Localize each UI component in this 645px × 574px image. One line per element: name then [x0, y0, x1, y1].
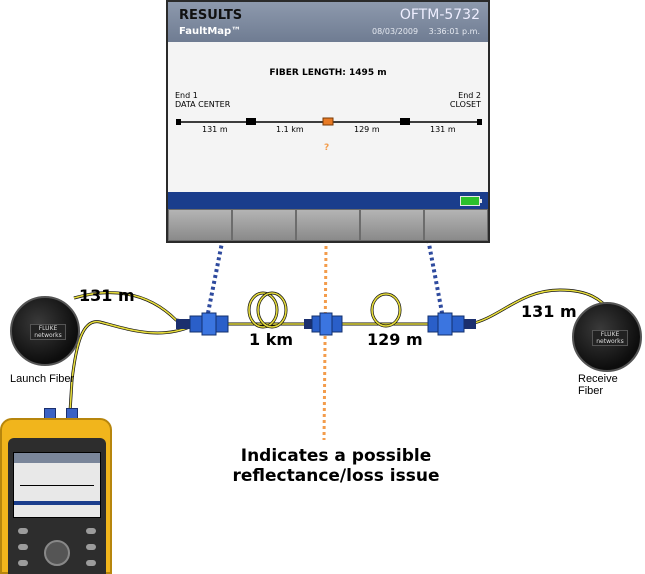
screen-time: 3:36:01 p.m. — [428, 27, 480, 36]
fault-question-mark: ? — [324, 143, 330, 153]
device-screen — [13, 452, 101, 518]
device-button-6[interactable] — [86, 560, 96, 566]
fault-note-line1: Indicates a possible — [240, 446, 432, 466]
screen-title: RESULTS — [179, 8, 243, 23]
event-marker-1 — [246, 118, 256, 125]
end1-label: End 1 DATA CENTER — [175, 91, 230, 109]
screen-subtitle: FaultMap™ — [179, 26, 242, 37]
fiber-length-label: FIBER LENGTH: — [269, 68, 346, 78]
event-marker-2 — [400, 118, 410, 125]
segment-label-2: 1.1 km — [276, 125, 304, 134]
fault-marker — [322, 117, 334, 126]
end2-line2: CLOSET — [449, 100, 481, 109]
connector-receive — [427, 312, 476, 336]
connector-launch — [176, 312, 229, 336]
softkey-5[interactable] — [424, 209, 488, 241]
end2-label: End 2 CLOSET — [450, 91, 481, 109]
fiber-length: FIBER LENGTH: 1495 m — [168, 68, 488, 78]
device-dpad[interactable] — [44, 540, 70, 566]
launch-length-label: 131 m — [79, 286, 135, 305]
fiber-coil-129m — [370, 292, 402, 328]
end1-line1: End 1 — [175, 91, 198, 100]
fiber-coil-1km — [247, 291, 288, 329]
segment-label-4: 131 m — [430, 125, 456, 134]
receive-fiber-label: Receive Fiber — [578, 373, 618, 397]
softkey-2[interactable] — [232, 209, 296, 241]
device-fiber-cable — [68, 320, 193, 413]
spool-1-length-label: 1 km — [249, 330, 294, 349]
spool-2-length-label: 129 m — [367, 330, 423, 349]
receive-length-label: 131 m — [521, 302, 577, 321]
screen-date: 08/03/2009 — [372, 27, 419, 36]
status-bar — [168, 192, 488, 209]
device-button-3[interactable] — [18, 544, 28, 550]
faultmap-trace — [176, 117, 482, 126]
device-button-5[interactable] — [18, 560, 28, 566]
end2-line1: End 2 — [458, 91, 481, 100]
fault-note: Indicates a possible reflectance/loss is… — [216, 446, 456, 486]
device-button-2[interactable] — [86, 528, 96, 534]
softkey-3[interactable] — [296, 209, 360, 241]
otdr-results-screen: RESULTS OFTM-5732 FaultMap™ 08/03/2009 3… — [166, 0, 490, 243]
device-button-1[interactable] — [18, 528, 28, 534]
connector-mid — [304, 312, 343, 336]
softkey-4[interactable] — [360, 209, 424, 241]
softkey-row — [168, 209, 488, 241]
softkey-1[interactable] — [168, 209, 232, 241]
screen-header — [168, 2, 488, 42]
device-button-4[interactable] — [86, 544, 96, 550]
fault-note-line2: reflectance/loss issue — [232, 466, 440, 486]
launch-fiber-label: Launch Fiber — [10, 373, 75, 385]
battery-icon — [460, 196, 482, 206]
end1-line2: DATA CENTER — [175, 100, 231, 109]
segment-label-1: 131 m — [202, 125, 228, 134]
otdr-tester-device — [0, 418, 112, 574]
screen-model: OFTM-5732 — [399, 7, 480, 23]
fiber-length-value: 1495 m — [349, 68, 387, 78]
segment-label-3: 129 m — [354, 125, 380, 134]
